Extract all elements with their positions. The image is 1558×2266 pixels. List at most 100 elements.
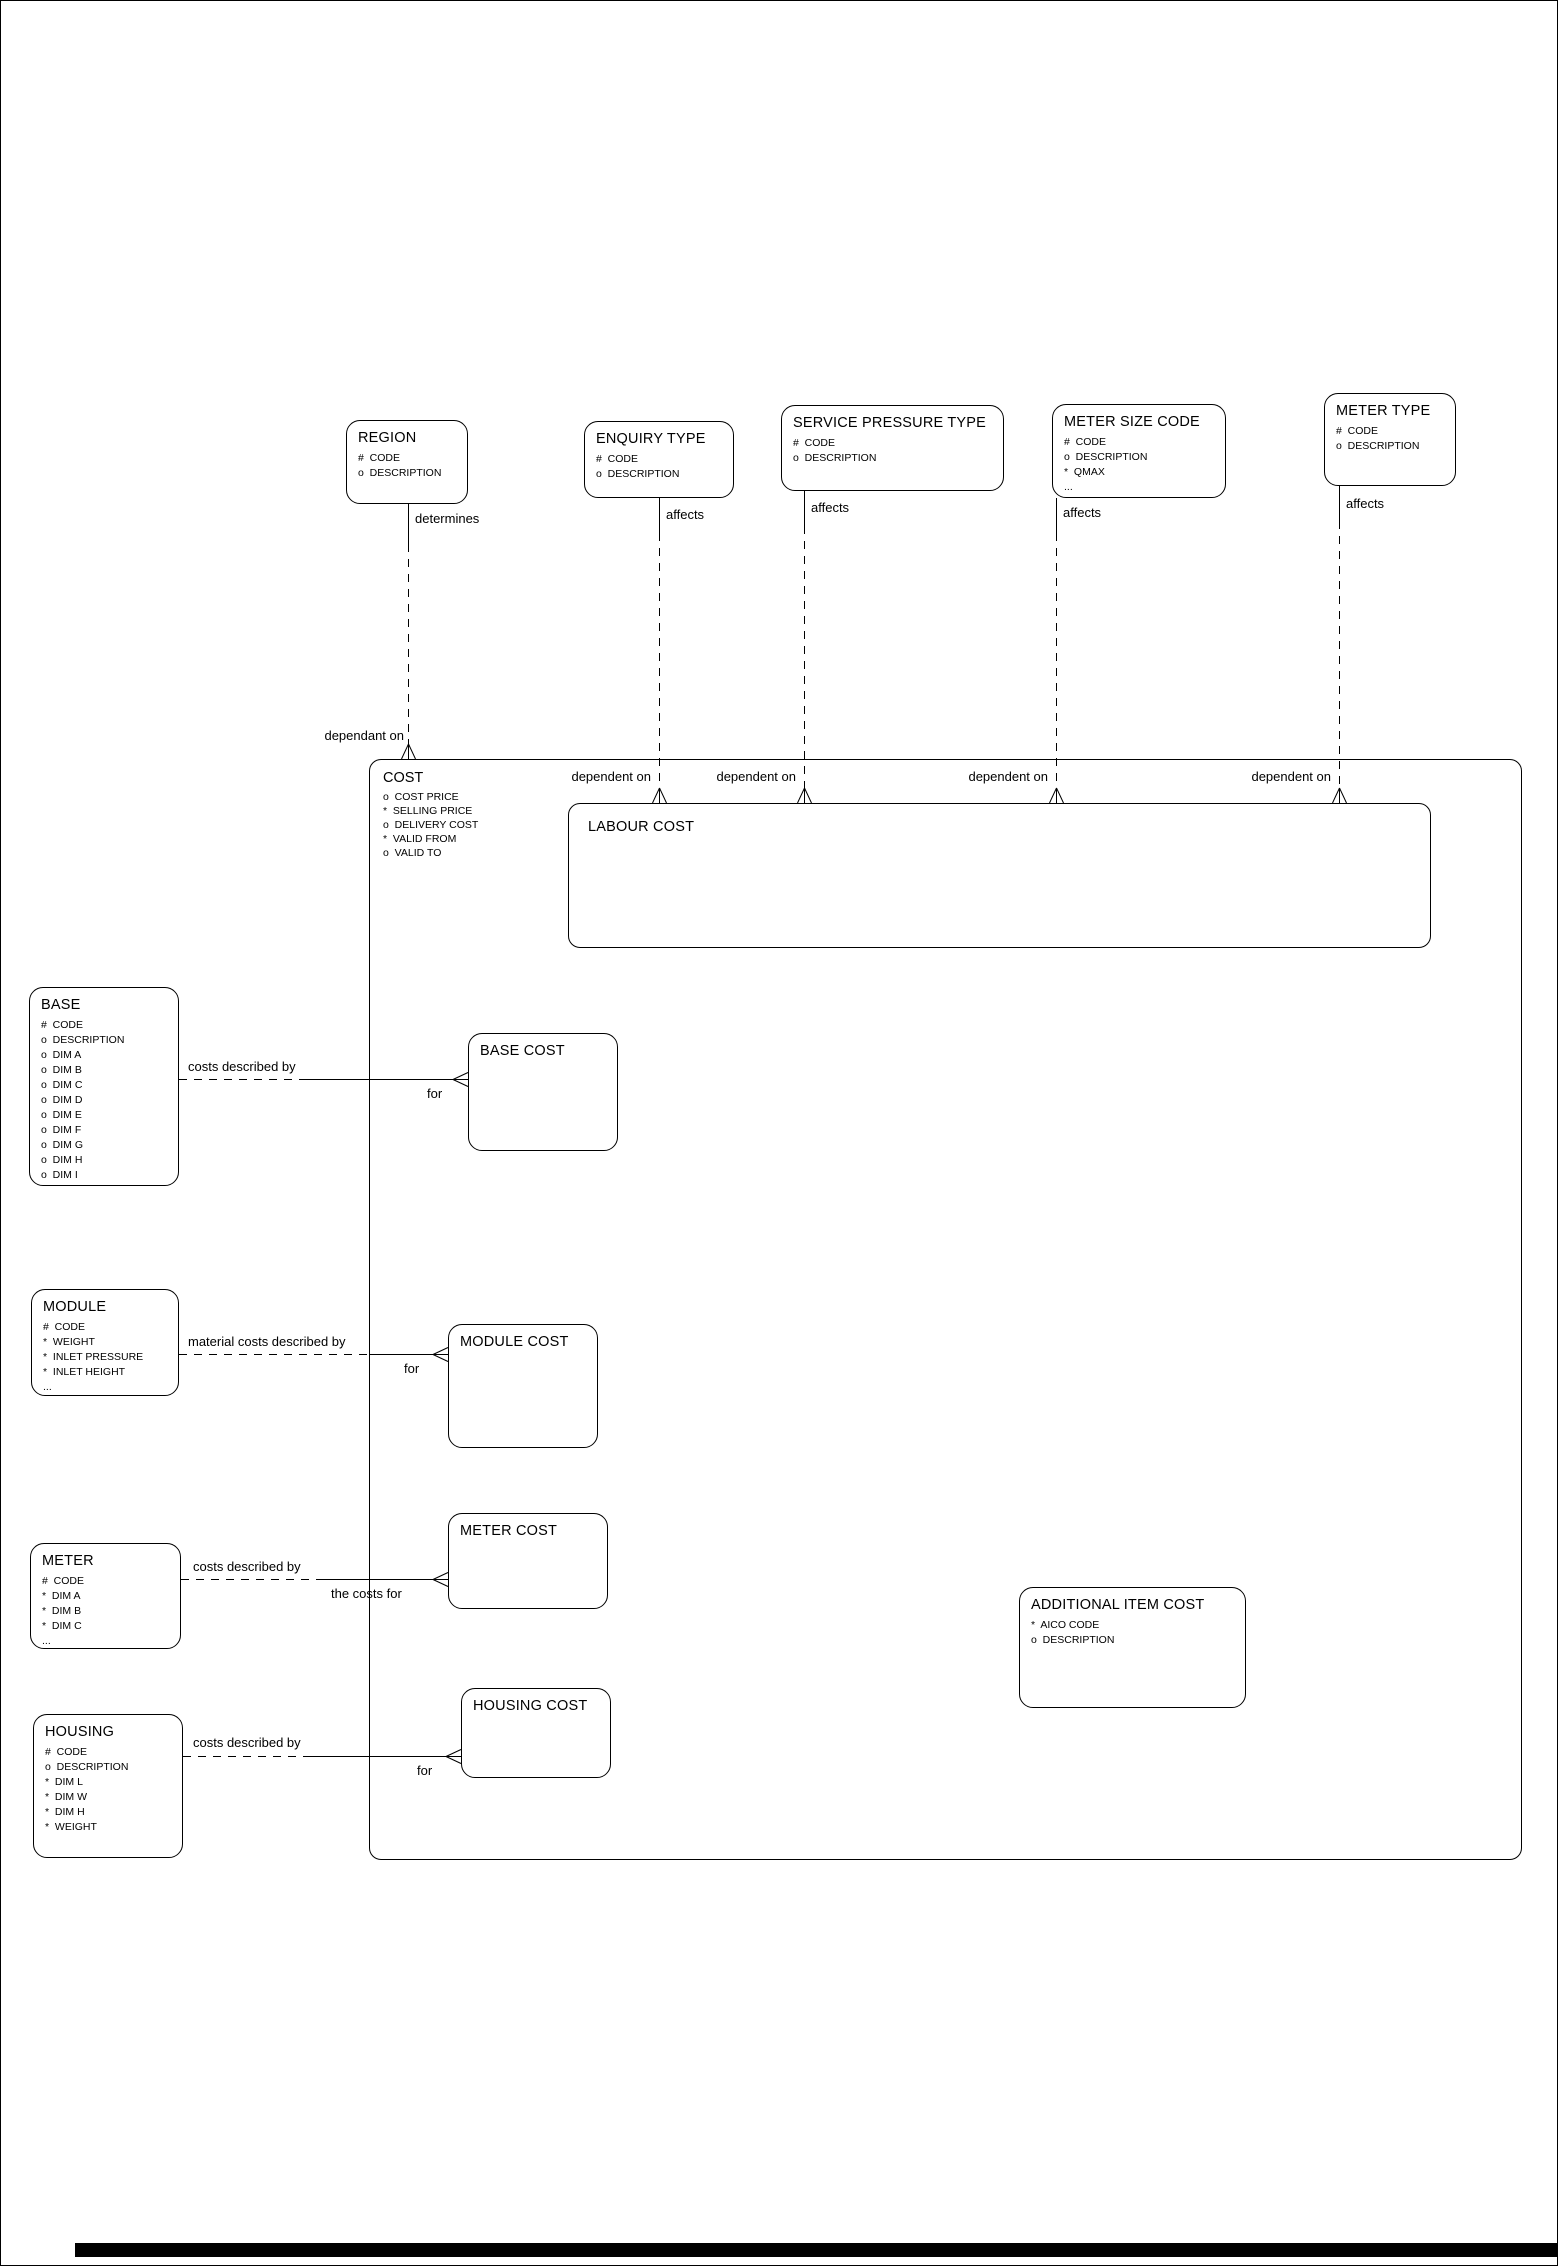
attribute-line: * WEIGHT xyxy=(43,1336,95,1348)
attribute-line: # CODE xyxy=(43,1321,86,1333)
entity-title: METER COST xyxy=(460,1523,558,1539)
entity-title: HOUSING COST xyxy=(473,1698,588,1714)
attribute-line: o DESCRIPTION xyxy=(793,452,877,464)
attribute-list: # CODE o DESCRIPTION xyxy=(358,451,461,481)
entity-module[interactable]: MODULE # CODE * WEIGHT * INLET PRESSURE * I… xyxy=(31,1289,179,1396)
rel-label-module-for: for xyxy=(404,1361,420,1376)
rel-line-service-labour xyxy=(797,491,812,804)
bottom-edge-bar xyxy=(75,2243,1557,2257)
rel-label-base-for: for xyxy=(427,1086,443,1101)
entity-service-pressure-type[interactable]: SERVICE PRESSURE TYPE # CODE o DESCRIPTIO… xyxy=(781,405,1004,491)
rel-label-affects-enquiry: affects xyxy=(666,507,705,522)
attribute-line: * INLET PRESSURE xyxy=(43,1351,144,1363)
attribute-list: # CODE o DESCRIPTION xyxy=(1336,424,1449,454)
rel-label-affects-metersize: affects xyxy=(1063,505,1102,520)
entity-region[interactable]: REGION # CODE o DESCRIPTION xyxy=(346,420,468,504)
rel-label-affects-service: affects xyxy=(811,500,850,515)
rel-label-module-material-costs: material costs described by xyxy=(188,1334,346,1349)
rel-label-meter-the-costs-for: the costs for xyxy=(331,1586,402,1601)
attribute-line: o VALID TO xyxy=(383,847,442,859)
rel-label-affects-metertype: affects xyxy=(1346,496,1385,511)
attribute-line: o DIM G xyxy=(41,1139,84,1151)
attribute-line: o DIM I xyxy=(41,1169,78,1181)
entity-title: ENQUIRY TYPE xyxy=(596,431,706,447)
attribute-list: # CODE o DESCRIPTION xyxy=(793,436,997,466)
attribute-line: o DIM E xyxy=(41,1109,82,1121)
attribute-line: * QMAX xyxy=(1064,466,1105,478)
rel-label-base-costs-described-by: costs described by xyxy=(188,1059,296,1074)
attribute-line: o DESCRIPTION xyxy=(1336,440,1420,452)
attribute-line: * DIM C xyxy=(42,1620,82,1632)
attribute-line: o DIM C xyxy=(41,1079,83,1091)
attribute-line: # CODE xyxy=(596,453,639,465)
attribute-line: ... xyxy=(42,1635,51,1647)
entity-title: MODULE COST xyxy=(460,1334,569,1350)
entity-base-cost[interactable]: BASE COST xyxy=(468,1033,618,1151)
rel-label-dependent-on-4: dependent on xyxy=(1251,769,1331,784)
attribute-list: * AICO CODE o DESCRIPTION xyxy=(1031,1618,1239,1648)
attribute-line: * AICO CODE xyxy=(1031,1619,1100,1631)
entity-title: SERVICE PRESSURE TYPE xyxy=(793,415,987,431)
entity-module-cost[interactable]: MODULE COST xyxy=(448,1324,598,1448)
attribute-line: * DIM W xyxy=(45,1791,87,1803)
attribute-line: * DIM H xyxy=(45,1806,85,1818)
attribute-line: # CODE xyxy=(793,437,836,449)
rel-label-dependant-on: dependant on xyxy=(324,728,404,743)
entity-title: METER xyxy=(42,1553,94,1569)
attribute-line: o DESCRIPTION xyxy=(41,1034,125,1046)
attribute-line: # CODE xyxy=(41,1019,84,1031)
rel-line-enquiry-labour xyxy=(652,498,667,804)
entity-meter-cost[interactable]: METER COST xyxy=(448,1513,608,1609)
rel-line-metersize-labour xyxy=(1049,498,1064,804)
attribute-line: * VALID FROM xyxy=(383,833,457,845)
rel-label-determines: determines xyxy=(415,511,480,526)
attribute-list: # CODE * WEIGHT * INLET PRESSURE * INLET HE… xyxy=(43,1320,172,1395)
attribute-line: # CODE xyxy=(42,1575,85,1587)
attribute-line: * DIM A xyxy=(42,1590,81,1602)
entity-title: COST xyxy=(383,770,424,786)
attribute-line: ... xyxy=(43,1381,52,1393)
attribute-line: * WEIGHT xyxy=(45,1821,97,1833)
attribute-line: o DIM H xyxy=(41,1154,83,1166)
attribute-line: * DIM B xyxy=(42,1605,82,1617)
attribute-line: # CODE xyxy=(1064,436,1107,448)
entity-housing-cost[interactable]: HOUSING COST xyxy=(461,1688,611,1778)
attribute-list: # CODE * DIM A * DIM B * DIM C... xyxy=(42,1574,174,1648)
attribute-line: * INLET HEIGHT xyxy=(43,1366,126,1378)
entity-meter[interactable]: METER # CODE * DIM A * DIM B * DIM C... xyxy=(30,1543,181,1649)
attribute-line: * SELLING PRICE xyxy=(383,805,473,817)
entity-title: LABOUR COST xyxy=(588,819,695,835)
entity-title: REGION xyxy=(358,430,417,446)
rel-label-meter-costs-described-by: costs described by xyxy=(193,1559,301,1574)
attribute-line: o DESCRIPTION xyxy=(1031,1634,1115,1646)
entity-enquiry-type[interactable]: ENQUIRY TYPE # CODE o DESCRIPTION xyxy=(584,421,734,498)
attribute-list: # CODE o DESCRIPTION xyxy=(596,452,727,482)
attribute-line: ... xyxy=(1064,481,1073,493)
attribute-line: # CODE xyxy=(45,1746,88,1758)
rel-label-housing-for: for xyxy=(417,1763,433,1778)
attribute-line: o COST PRICE xyxy=(383,791,459,803)
entity-title: HOUSING xyxy=(45,1724,115,1740)
attribute-line: # CODE xyxy=(1336,425,1379,437)
rel-label-dependent-on-3: dependent on xyxy=(968,769,1048,784)
attribute-line: o DIM B xyxy=(41,1064,82,1076)
attribute-line: o DESCRIPTION xyxy=(358,467,442,479)
attribute-line: o DIM F xyxy=(41,1124,82,1136)
entity-title: MODULE xyxy=(43,1299,107,1315)
entity-labour-cost[interactable]: LABOUR COST xyxy=(568,803,1431,948)
rel-line-region-cost xyxy=(401,504,416,760)
entity-title: BASE COST xyxy=(480,1043,565,1059)
attribute-line: o DESCRIPTION xyxy=(596,468,680,480)
attribute-line: # CODE xyxy=(358,452,401,464)
attribute-line: o DESCRIPTION xyxy=(45,1761,129,1773)
rel-label-dependent-on-1: dependent on xyxy=(571,769,651,784)
